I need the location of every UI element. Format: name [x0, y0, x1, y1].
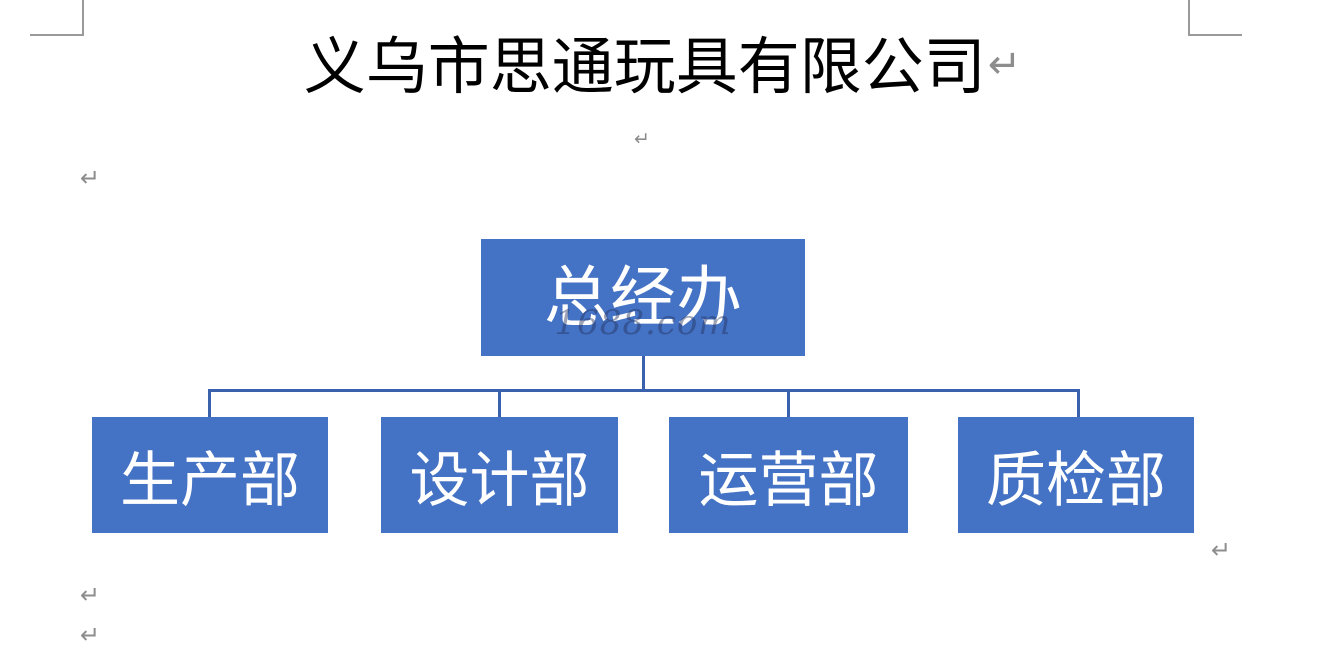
org-node-child-1-label: 设计部 — [409, 445, 590, 516]
paragraph-mark-icon: ↵ — [1211, 536, 1232, 564]
org-node-root-label: 总经办 — [544, 258, 742, 336]
org-node-child-2[interactable]: 运营部 — [669, 417, 908, 533]
paragraph-mark-icon: ↵ — [634, 128, 650, 150]
org-node-child-3[interactable]: 质检部 — [958, 417, 1194, 533]
connector-drop-child-2 — [787, 389, 790, 419]
connector-drop-child-1 — [498, 389, 501, 419]
org-node-child-2-label: 运营部 — [698, 445, 879, 516]
document-title: 义乌市思通玩具有限公司↵ — [0, 36, 1325, 98]
paragraph-mark-icon: ↵ — [80, 621, 101, 649]
org-node-child-0-label: 生产部 — [120, 445, 300, 516]
paragraph-mark-icon: ↵ — [80, 164, 101, 192]
connector-drop-child-3 — [1077, 389, 1080, 419]
document-title-text: 义乌市思通玩具有限公司 — [303, 30, 986, 103]
connector-horizontal-bar — [208, 389, 1080, 392]
org-node-root[interactable]: 总经办 1688.com — [481, 239, 805, 356]
paragraph-mark-icon: ↵ — [80, 581, 101, 609]
org-node-child-3-label: 质检部 — [986, 445, 1166, 516]
org-node-child-1[interactable]: 设计部 — [381, 417, 618, 533]
paragraph-mark-icon: ↵ — [987, 42, 1022, 88]
connector-drop-child-0 — [208, 389, 211, 419]
org-node-child-0[interactable]: 生产部 — [92, 417, 328, 533]
connector-root-stem — [642, 356, 645, 392]
